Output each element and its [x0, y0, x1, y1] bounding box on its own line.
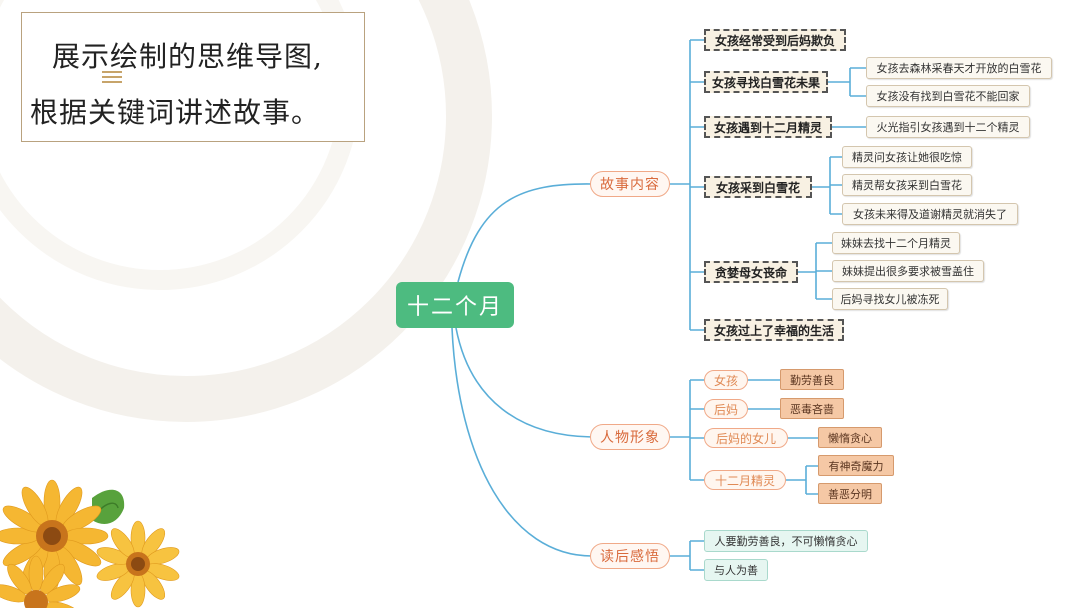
reflection-item[interactable]: 与人为善	[704, 559, 768, 581]
title-box: 展示绘制的思维导图, 根据关键词讲述故事。	[21, 12, 365, 142]
title-line-1: 展示绘制的思维导图,	[52, 40, 323, 73]
sunflower-decoration	[0, 479, 180, 608]
branch-story[interactable]: 故事内容	[590, 171, 670, 197]
character-trait[interactable]: 善恶分明	[818, 483, 882, 504]
story-event-3[interactable]: 女孩遇到十二月精灵	[704, 116, 832, 138]
menu-icon	[102, 71, 122, 83]
story-event-6[interactable]: 女孩过上了幸福的生活	[704, 319, 844, 341]
story-detail[interactable]: 精灵帮女孩采到白雪花	[842, 174, 972, 196]
branch-characters[interactable]: 人物形象	[590, 424, 670, 450]
story-detail[interactable]: 精灵问女孩让她很吃惊	[842, 146, 972, 168]
leaf-shape	[92, 489, 125, 524]
story-detail[interactable]: 火光指引女孩遇到十二个精灵	[866, 116, 1030, 138]
story-detail[interactable]: 妹妹提出很多要求被雪盖住	[832, 260, 984, 282]
story-event-2[interactable]: 女孩寻找白雪花未果	[704, 71, 828, 93]
story-event-4[interactable]: 女孩采到白雪花	[704, 176, 812, 198]
story-detail[interactable]: 女孩未来得及道谢精灵就消失了	[842, 203, 1018, 225]
character-trait[interactable]: 恶毒吝啬	[780, 398, 844, 419]
connector-root-reflection	[451, 327, 593, 557]
story-event-5[interactable]: 贪婪母女丧命	[704, 261, 798, 283]
branch-reflection[interactable]: 读后感悟	[590, 543, 670, 569]
character-trait[interactable]: 勤劳善良	[780, 369, 844, 390]
story-detail[interactable]: 女孩去森林采春天才开放的白雪花	[866, 57, 1052, 79]
sunflower-2	[96, 520, 180, 608]
character-stepdaughter[interactable]: 后妈的女儿	[704, 428, 788, 448]
character-stepmother[interactable]: 后妈	[704, 399, 748, 419]
root-node[interactable]: 十二个月	[396, 282, 514, 328]
connector-root-characters	[455, 327, 593, 438]
title-line-2: 根据关键词讲述故事。	[30, 96, 321, 129]
story-detail[interactable]: 女孩没有找到白雪花不能回家	[866, 85, 1030, 107]
character-girl[interactable]: 女孩	[704, 370, 748, 390]
story-detail[interactable]: 后妈寻找女儿被冻死	[832, 288, 948, 310]
connector-story-spine	[670, 40, 691, 330]
character-trait[interactable]: 懒惰贪心	[818, 427, 882, 448]
character-spirits[interactable]: 十二月精灵	[704, 470, 786, 490]
story-detail[interactable]: 妹妹去找十二个月精灵	[832, 232, 960, 254]
sunflower-3	[0, 555, 81, 608]
connector-root-story	[457, 183, 593, 283]
reflection-item[interactable]: 人要勤劳善良，不可懒惰贪心	[704, 530, 868, 552]
story-event-1[interactable]: 女孩经常受到后妈欺负	[704, 29, 846, 51]
character-trait[interactable]: 有神奇魔力	[818, 455, 894, 476]
